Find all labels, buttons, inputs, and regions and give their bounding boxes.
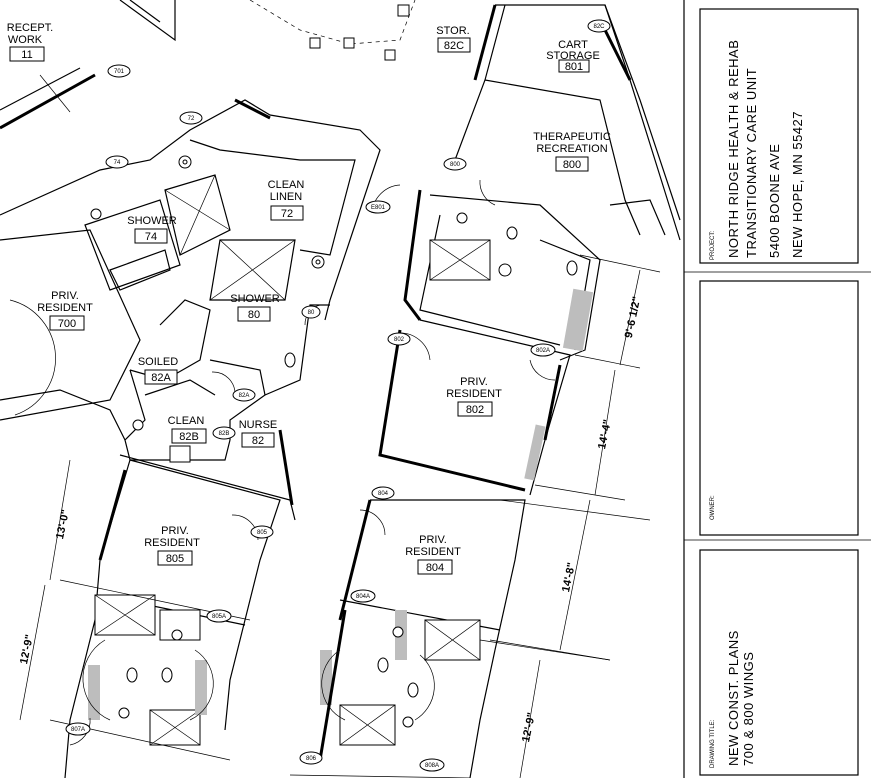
dimension-label: 9'-6 1/2" <box>623 296 643 340</box>
door-tag: E801 <box>371 205 386 211</box>
room-name-priv805-line2: RESIDENT <box>144 537 200 549</box>
room-name-cart-line1: CART <box>558 39 588 51</box>
door-tag: 72 <box>188 116 195 122</box>
drawing-title-line-1: NEW CONST. PLANS <box>726 630 741 766</box>
door-tag: 805 <box>257 530 268 536</box>
door-tag: 800 <box>450 162 461 168</box>
door-tag: 80 <box>308 310 315 316</box>
project-line-4: NEW HOPE, MN 55427 <box>790 111 805 258</box>
project-line-3: 5400 BOONE AVE <box>767 144 782 258</box>
drawing-title-line-2: 700 & 800 WINGS <box>741 652 756 766</box>
room-name-cleanlinen-line1: CLEAN <box>268 179 305 191</box>
owner-caption: OWNER: <box>710 495 716 520</box>
room-name-priv802-line2: RESIDENT <box>446 388 502 400</box>
room-number-cart: 801 <box>565 61 583 73</box>
room-name-priv700-line1: PRIV. <box>51 290 79 302</box>
drawing-title-caption: DRAWING TITLE: <box>710 719 716 768</box>
project-caption: PROJECT: <box>710 231 716 260</box>
room-name-shower74: SHOWER <box>127 215 177 227</box>
room-name-shower80: SHOWER <box>230 293 280 305</box>
door-tag: 82C <box>593 24 605 30</box>
room-number-nurse: 82 <box>252 435 264 447</box>
room-number-therapeutic: 800 <box>563 159 581 171</box>
room-number-priv804: 804 <box>426 562 444 574</box>
room-name-priv802-line1: PRIV. <box>460 376 488 388</box>
dimension-label: 14'-4" <box>596 419 614 451</box>
room-number-clean82b: 82B <box>179 431 199 443</box>
room-name-stor82c: STOR. <box>436 25 469 37</box>
room-number-shower80: 80 <box>248 309 260 321</box>
dimension-label: 14'-8" <box>560 562 578 594</box>
walls <box>0 0 681 778</box>
room-number-recept: 11 <box>21 49 32 61</box>
door-tag: 806 <box>306 756 317 762</box>
room-name-clean82b: CLEAN <box>168 415 205 427</box>
door-tag: 804 <box>378 491 389 497</box>
room-name-soiled: SOILED <box>138 356 178 368</box>
owner-panel <box>699 280 859 536</box>
project-line-2: TRANSITIONARY CARE UNIT <box>744 68 759 258</box>
room-number-cleanlinen: 72 <box>281 208 293 220</box>
room-name-cart-line2: STORAGE <box>546 50 600 62</box>
door-tag: 802 <box>394 337 405 343</box>
room-name-nurse: NURSE <box>239 419 278 431</box>
room-name-recept-line2: WORK <box>8 34 43 46</box>
room-labels: RECEPT. WORK 11 STOR. 82C CART STORAGE 8… <box>7 22 611 575</box>
fixtures <box>90 155 578 728</box>
room-number-shower74: 74 <box>145 231 157 243</box>
room-name-cleanlinen-line2: LINEN <box>270 191 302 203</box>
dimension-label: 13'-0" <box>54 509 72 541</box>
room-name-therapeutic-line1: THERAPEUTIC <box>533 131 611 143</box>
door-tag: 82B <box>219 431 230 437</box>
room-number-priv802: 802 <box>466 404 484 416</box>
room-name-recept-line1: RECEPT. <box>7 22 53 34</box>
door-tag: 808A <box>425 763 439 769</box>
door-tag: 82A <box>239 393 250 399</box>
project-panel <box>699 8 859 264</box>
room-number-priv700: 700 <box>58 318 76 330</box>
room-name-priv700-line2: RESIDENT <box>37 302 93 314</box>
room-name-priv804-line1: PRIV. <box>419 534 447 546</box>
drawing-title-panel <box>699 549 859 776</box>
room-number-priv805: 805 <box>166 553 184 565</box>
title-block: PROJECT: NORTH RIDGE HEALTH & REHAB TRAN… <box>683 0 871 778</box>
door-tag: 805A <box>212 614 226 620</box>
project-line-1: NORTH RIDGE HEALTH & REHAB <box>726 40 741 258</box>
door-tag: 74 <box>114 160 121 166</box>
room-name-therapeutic-line2: RECREATION <box>536 143 607 155</box>
room-name-priv804-line2: RESIDENT <box>405 546 461 558</box>
room-number-soiled: 82A <box>151 372 171 384</box>
door-tag: 804A <box>356 594 370 600</box>
door-tag: 701 <box>114 69 125 75</box>
door-tags: 701 72 74 82C 800 E801 80 802 82A 82B 80… <box>65 19 611 772</box>
room-number-stor82c: 82C <box>444 40 464 52</box>
dimension-label: 12'-9" <box>520 712 538 744</box>
door-tag: 807A <box>71 727 85 733</box>
door-tag: 802A <box>536 348 550 354</box>
room-name-priv805-line1: PRIV. <box>161 525 189 537</box>
